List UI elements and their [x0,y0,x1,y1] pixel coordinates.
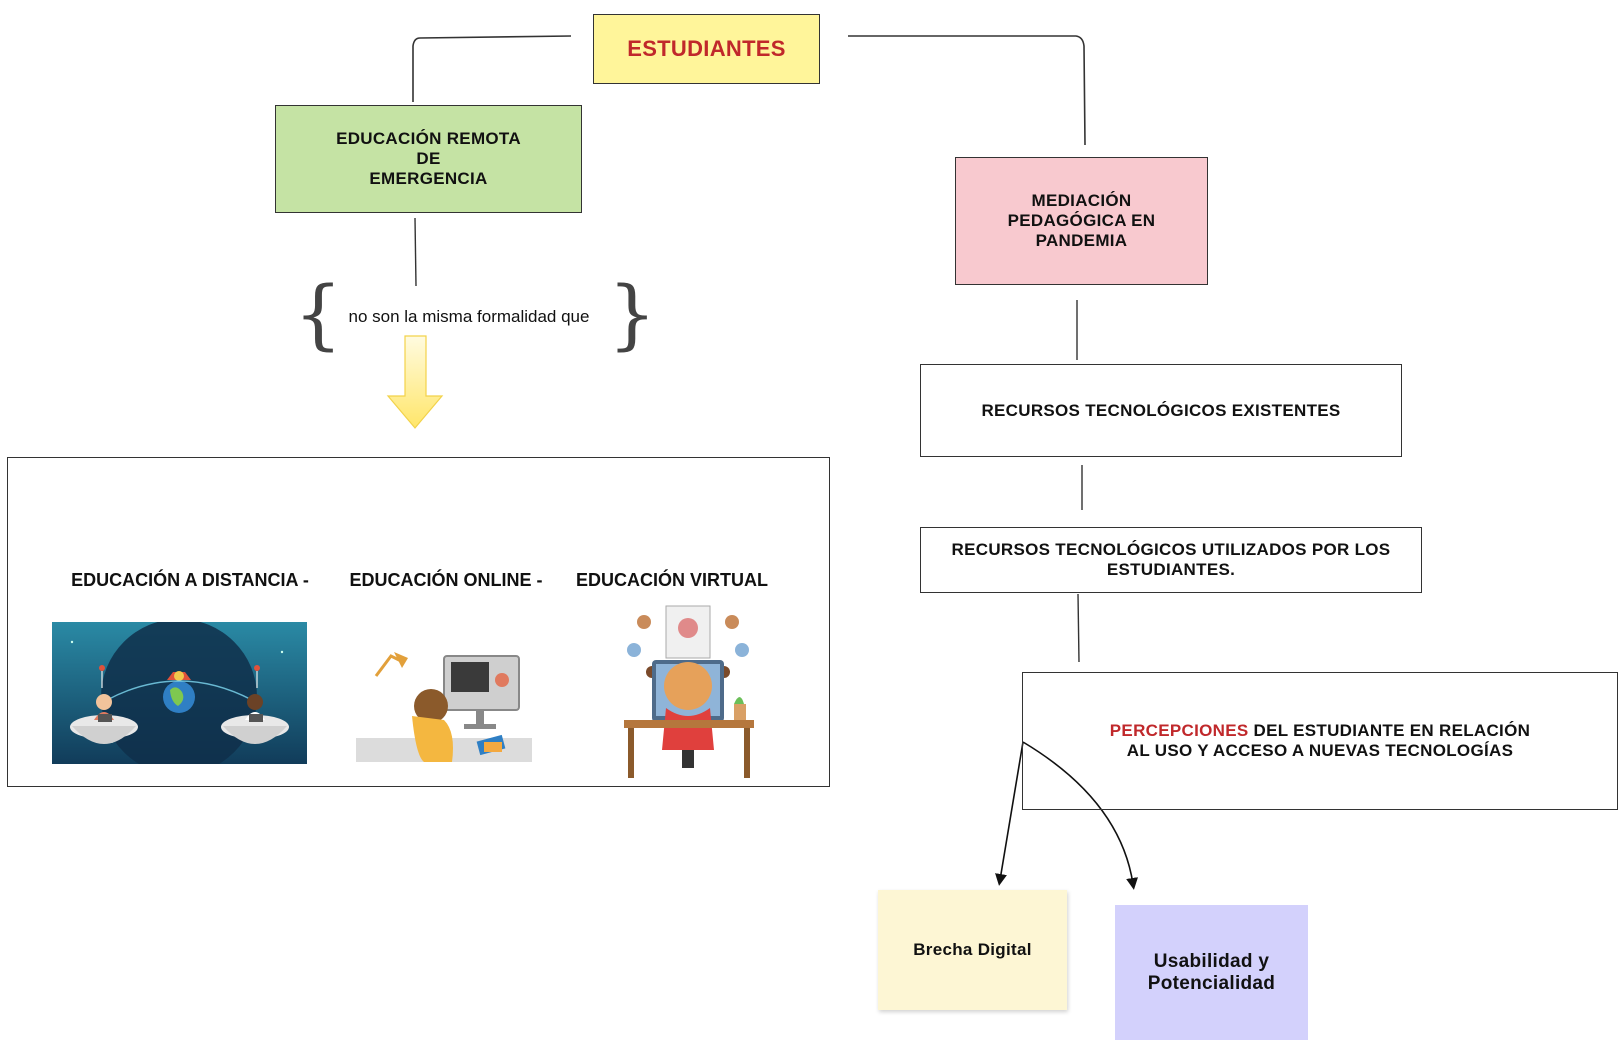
connector-root-ere [412,35,572,102]
node-educacion-remota: EDUCACIÓN REMOTA DE EMERGENCIA [275,105,582,213]
node-usabilidad-potencialidad: Usabilidad y Potencialidad [1115,905,1308,1040]
modality-label-distancia: EDUCACIÓN A DISTANCIA - [71,570,309,590]
recursos-existentes-label: RECURSOS TECNOLÓGICOS EXISTENTES [981,400,1341,420]
root-node-estudiantes: ESTUDIANTES [593,14,820,84]
node-mediacion-pedagogica: MEDIACIÓN PEDAGÓGICA EN PANDEMIA [955,157,1208,285]
right-brace-icon: } [608,269,657,358]
connector-root-mediacion [848,35,1086,146]
modality-label-online: EDUCACIÓN ONLINE - [349,570,543,590]
percepciones-line1: PERCEPCIONES DEL ESTUDIANTE EN RELACIÓN [1110,721,1530,741]
percepciones-rest-line1: DEL ESTUDIANTE EN RELACIÓN [1248,721,1531,740]
node-recursos-utilizados: RECURSOS TECNOLÓGICOS UTILIZADOS POR LOS… [920,527,1422,593]
brecha-label: Brecha Digital [913,940,1032,959]
connector-ere-relation [414,217,417,287]
modality-label-virtual: EDUCACIÓN VIRTUAL [576,570,768,590]
student-computer-illustration [356,646,532,762]
mediacion-label: MEDIACIÓN PEDAGÓGICA EN PANDEMIA [1007,191,1156,250]
node-recursos-existentes: RECURSOS TECNOLÓGICOS EXISTENTES [920,364,1402,457]
percepciones-line2: AL USO Y ACCESO A NUEVAS TECNOLOGÍAS [1126,741,1514,760]
arrow-to-usabilidad [1022,741,1139,890]
node-brecha-digital: Brecha Digital [878,890,1067,1010]
relation-text: no son la misma formalidad que [348,307,590,326]
ere-label: EDUCACIÓN REMOTA DE EMERGENCIA [336,129,521,188]
recursos-utilizados-label: RECURSOS TECNOLÓGICOS UTILIZADOS POR LOS… [951,540,1391,579]
modalities-container [7,457,830,787]
usabilidad-label: Usabilidad y Potencialidad [1147,950,1276,994]
node-percepciones: PERCEPCIONES DEL ESTUDIANTE EN RELACIÓN … [1022,672,1618,810]
connector-utilizados-percepciones [1077,593,1080,663]
student-desk-illustration [594,600,782,780]
arrow-to-brecha [995,741,1024,886]
satellite-globe-illustration [52,622,307,764]
down-arrow-icon [386,335,444,429]
left-brace-icon: { [294,269,343,358]
root-label: ESTUDIANTES [627,36,786,61]
percepciones-highlight: PERCEPCIONES [1109,721,1249,740]
